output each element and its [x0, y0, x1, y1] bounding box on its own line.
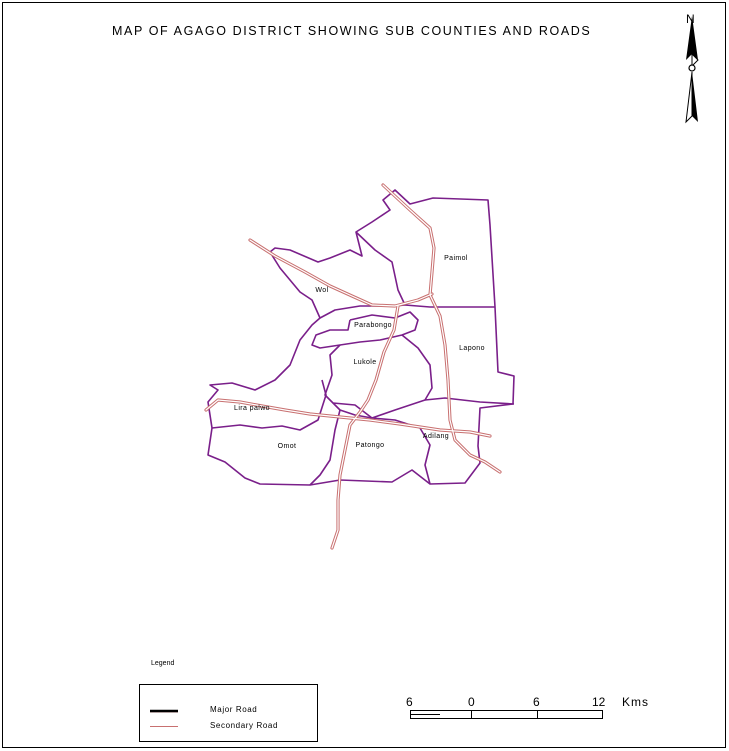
- scale-unit: Kms: [622, 695, 649, 709]
- boundary-lirapalwo-omot: [211, 379, 327, 431]
- subcounty-label-paimol: Paimol: [444, 255, 468, 262]
- subcounty-label-omot: Omot: [278, 443, 297, 450]
- boundary-patongo-west: [332, 402, 373, 419]
- legend-box: Major Road Secondary Road: [139, 684, 318, 742]
- major-road-swatch: [150, 709, 178, 713]
- north-label: N: [686, 12, 695, 26]
- scale-label-1: 0: [468, 695, 475, 709]
- legend-title: Legend: [151, 660, 175, 667]
- secondary-road-north-south-core: [382, 184, 501, 473]
- subcounty-label-adilang: Adilang: [423, 433, 449, 440]
- legend-item-secondary-road: Secondary Road: [140, 721, 317, 735]
- boundary-parabongo: [311, 311, 419, 349]
- boundary-omot-patongo: [309, 409, 341, 486]
- secondary-road-west-east-core: [205, 399, 491, 437]
- boundary-lapono-adilang: [424, 397, 515, 405]
- legend-item-major-road: Major Road: [140, 705, 317, 719]
- scale-bar: 6 0 6 12: [400, 695, 605, 725]
- subcounty-label-wol: Wol: [315, 287, 328, 294]
- district-boundary: [207, 189, 515, 486]
- subcounty-label-patongo: Patongo: [356, 442, 385, 449]
- scale-label-2: 6: [533, 695, 540, 709]
- subcounty-label-lira-palwo: Lira palwo: [234, 405, 270, 412]
- north-arrow-icon: [685, 16, 699, 124]
- scale-label-3: 12: [592, 695, 606, 709]
- subcounty-label-lapono: Lapono: [459, 345, 485, 352]
- legend-label-major-road: Major Road: [210, 705, 258, 714]
- legend-label-secondary-road: Secondary Road: [210, 721, 278, 730]
- scale-segment-left-fill: [410, 714, 440, 715]
- secondary-road-nw-se-core: [249, 239, 433, 307]
- secondary-road-nw-se: [248, 238, 434, 308]
- boundary-paimol-wol: [355, 231, 406, 306]
- subcounty-label-lukole: Lukole: [353, 359, 376, 366]
- subcounty-label-parabongo: Parabongo: [354, 322, 392, 329]
- map-title: MAP OF AGAGO DISTRICT SHOWING SUB COUNTI…: [112, 24, 592, 38]
- boundary-paimol-lapono: [404, 304, 495, 308]
- scale-label-0: 6: [406, 695, 413, 709]
- boundary-adilang: [371, 417, 431, 485]
- secondary-road-swatch: [150, 726, 178, 727]
- scale-tick-6: [537, 710, 538, 719]
